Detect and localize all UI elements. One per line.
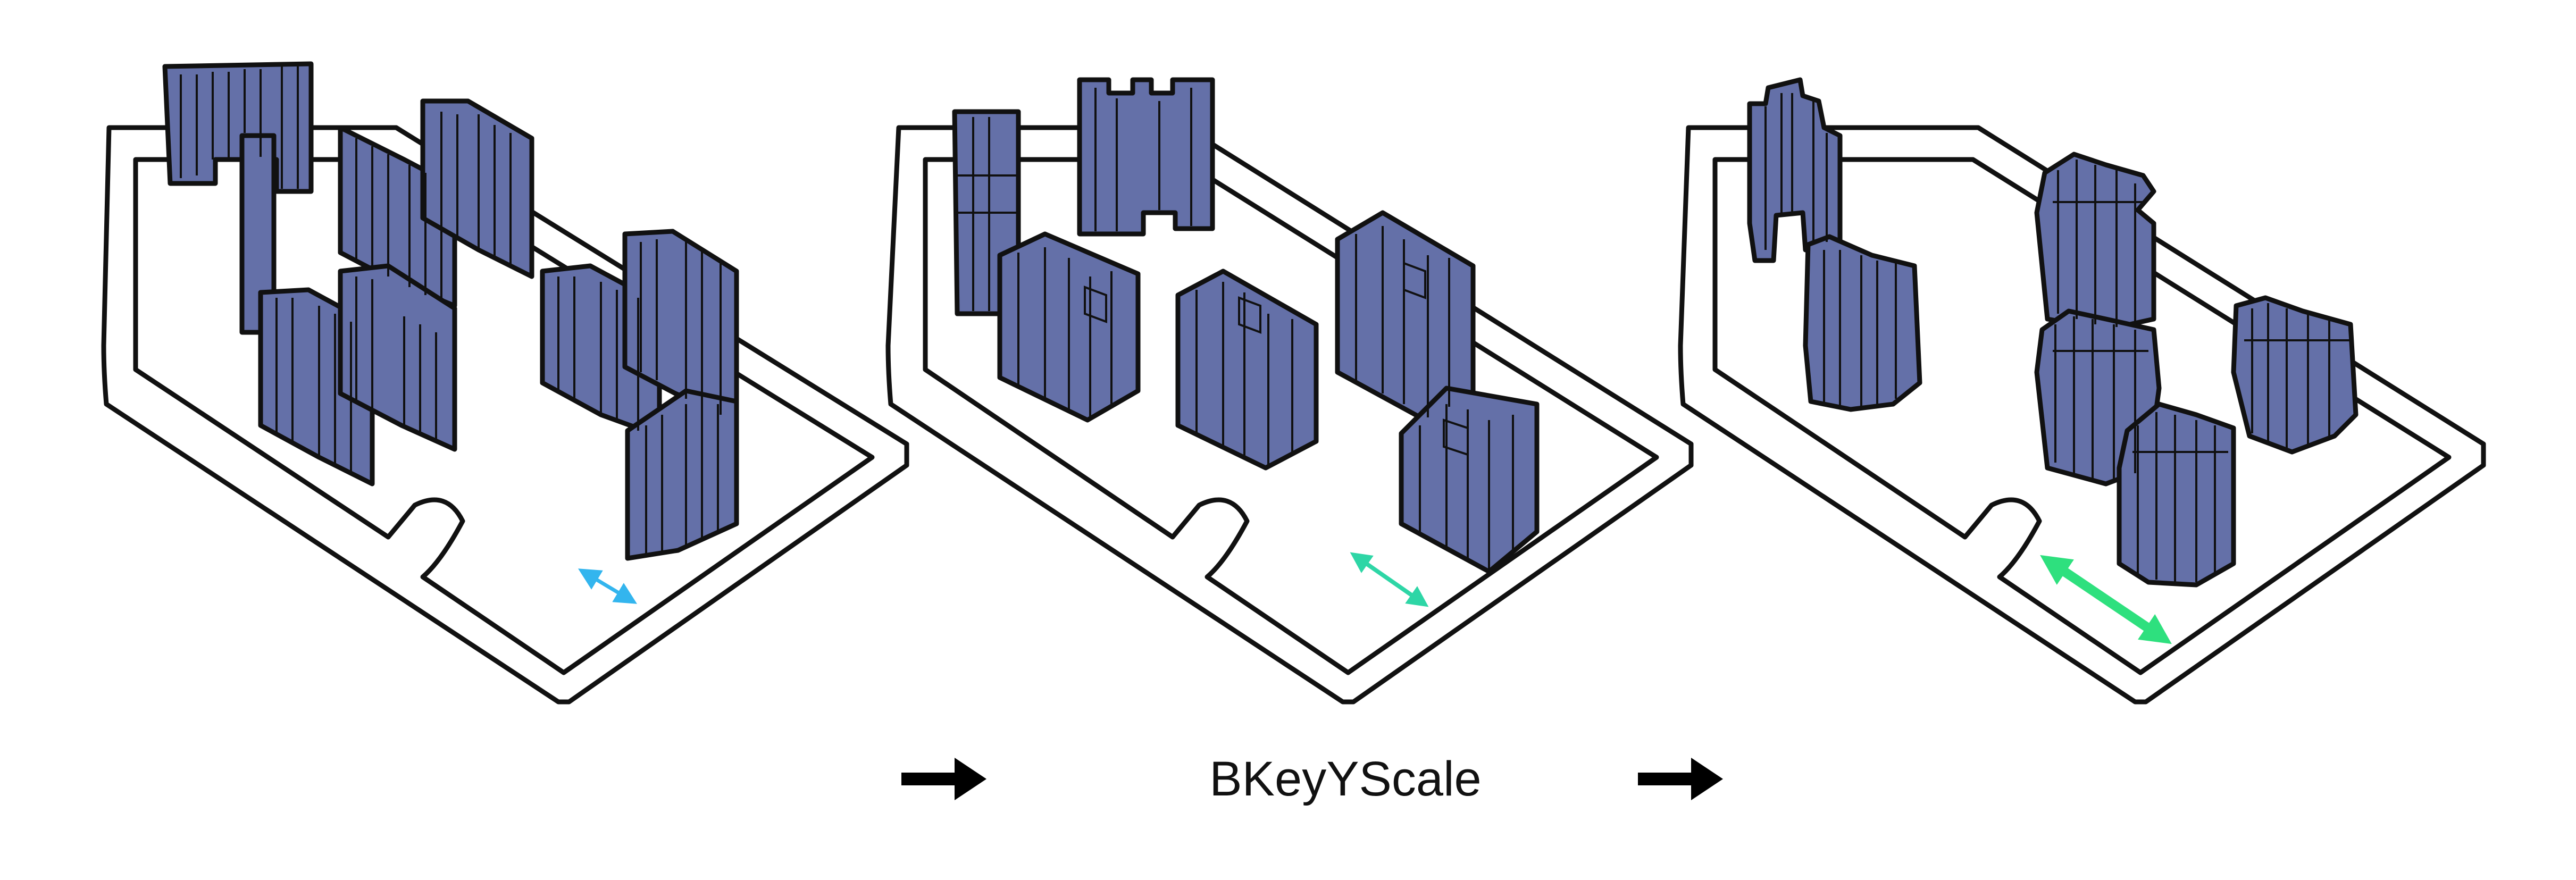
- flow-arrow-right-icon: [1638, 758, 1723, 800]
- road-loop: [1678, 125, 2486, 705]
- building: [162, 61, 739, 561]
- flow-arrow-right-icon: [901, 758, 986, 800]
- panel-3: [1678, 77, 2486, 705]
- double-arrow-small-icon: [578, 568, 638, 604]
- panel-1: [101, 61, 909, 705]
- building: [1747, 77, 2358, 588]
- building-ribs: [957, 88, 1514, 569]
- building-ribs: [180, 66, 722, 556]
- building: [952, 77, 1540, 574]
- building-ribs: [1764, 93, 2351, 585]
- road-loop: [885, 125, 1694, 705]
- panel-2: [885, 77, 1694, 705]
- double-arrow-medium-icon: [1350, 552, 1429, 607]
- road-loop: [101, 125, 909, 705]
- double-arrow-large-icon: [2040, 555, 2172, 644]
- caption-label: BKeyYScale: [1209, 752, 1482, 806]
